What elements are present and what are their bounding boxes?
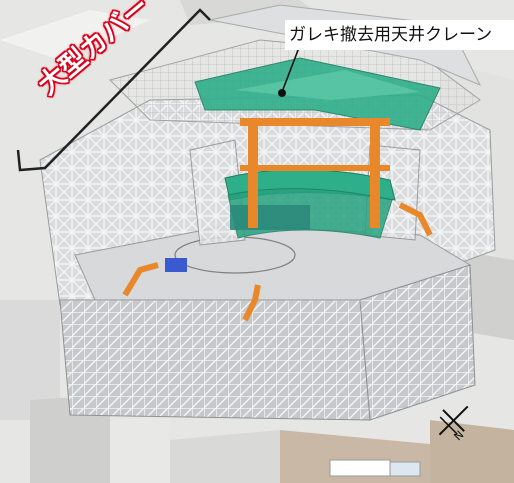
north-arrow-icon: N	[422, 389, 488, 455]
crane-callout-label: ガレキ撤去用天井クレーン	[285, 20, 514, 50]
